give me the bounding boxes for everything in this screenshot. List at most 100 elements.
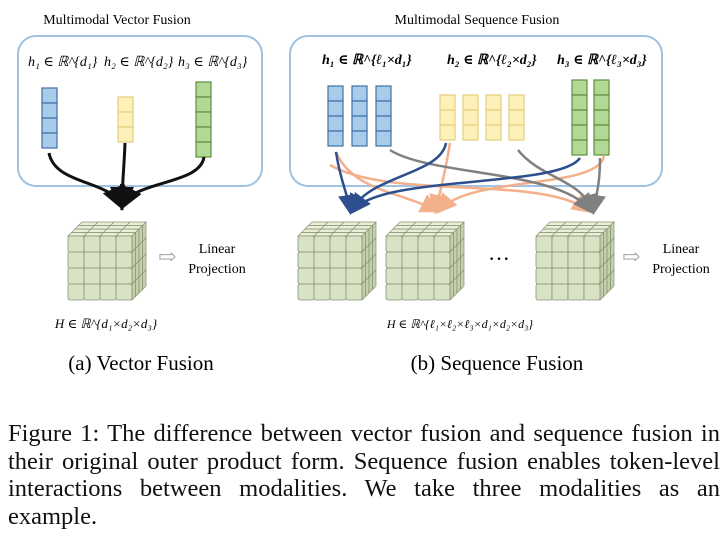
panel-a-title: Multimodal Vector Fusion bbox=[43, 13, 191, 28]
vector-cell bbox=[593, 109, 610, 126]
panel-a-h3-label: h₃ ∈ ℝ^{d₃} bbox=[178, 55, 248, 70]
arrow-orange-2 bbox=[429, 142, 452, 215]
vector-cell bbox=[462, 109, 479, 126]
vector-cell bbox=[593, 79, 610, 96]
panel-b-box bbox=[289, 35, 663, 187]
h2-token-vector bbox=[439, 94, 456, 141]
vector-cell bbox=[195, 126, 212, 143]
vector-cell bbox=[462, 94, 479, 111]
h1-token-vector bbox=[375, 85, 392, 147]
arrow-h3-to-tensor bbox=[120, 156, 206, 211]
vector-cell bbox=[195, 81, 212, 98]
arrow-h2-to-tensor bbox=[110, 142, 135, 211]
vector-cell bbox=[41, 117, 58, 134]
panel-a-h1-label: h₁ ∈ ℝ^{d₁} bbox=[28, 55, 98, 70]
h2-vector bbox=[117, 96, 134, 143]
vector-cell bbox=[351, 100, 368, 117]
vector-cell bbox=[327, 85, 344, 102]
tensor-cube bbox=[535, 221, 615, 301]
panel-a-output-label-1: Linear bbox=[199, 242, 236, 257]
vector-cell bbox=[117, 96, 134, 113]
panel-a-output-label-2: Projection bbox=[188, 262, 246, 277]
vector-cell bbox=[508, 124, 525, 141]
vector-cell bbox=[41, 87, 58, 104]
panel-b-arrows bbox=[329, 142, 606, 215]
vector-cell bbox=[571, 124, 588, 141]
panel-b-tensor-label: H ∈ ℝ^{ℓ₁×ℓ₂×ℓ₃×d₁×d₂×d₃} bbox=[386, 317, 533, 331]
vector-cell bbox=[327, 100, 344, 117]
arrow-blue-1 bbox=[334, 151, 358, 215]
h1-token-vector bbox=[327, 85, 344, 147]
panel-a-input-labels: h₁ ∈ ℝ^{d₁} h₂ ∈ ℝ^{d₂} h₃ ∈ ℝ^{d₃} bbox=[28, 55, 248, 70]
vector-cell bbox=[351, 130, 368, 147]
h2-token-vector bbox=[485, 94, 502, 141]
vector-cell bbox=[327, 115, 344, 132]
panel-b-h1-label: h₁ ∈ ℝ^{ℓ₁×d₁} bbox=[322, 53, 412, 68]
panel-b-h2-label: h₂ ∈ ℝ^{ℓ₂×d₂} bbox=[447, 53, 537, 68]
vector-cell bbox=[571, 94, 588, 111]
panel-a-subcaption: (a) Vector Fusion bbox=[68, 351, 214, 375]
arrow-right-icon: ⇨ bbox=[622, 244, 640, 269]
vector-cell bbox=[439, 124, 456, 141]
vector-cell bbox=[195, 96, 212, 113]
panel-b-subcaption: (b) Sequence Fusion bbox=[411, 351, 584, 375]
vector-cell bbox=[195, 141, 212, 158]
vector-cell bbox=[327, 130, 344, 147]
arrow-gray-3 bbox=[586, 157, 606, 215]
panel-a-arrows bbox=[47, 142, 206, 211]
h1-vector bbox=[41, 87, 58, 149]
vector-cell bbox=[439, 94, 456, 111]
vector-cell bbox=[485, 94, 502, 111]
panel-b-title: Multimodal Sequence Fusion bbox=[395, 13, 560, 28]
vector-cell bbox=[375, 130, 392, 147]
panel-a-tensor-label: H ∈ ℝ^{d₁×d₂×d₃} bbox=[54, 316, 158, 331]
arrow-orange-3 bbox=[329, 163, 593, 213]
panel-a-tensor-cube bbox=[67, 221, 147, 301]
vector-cell bbox=[375, 115, 392, 132]
panel-a-vectors bbox=[41, 81, 212, 158]
vector-cell bbox=[41, 132, 58, 149]
tensor-cube bbox=[297, 221, 377, 301]
arrow-right-icon: ⇨ bbox=[158, 244, 176, 269]
vector-cell bbox=[571, 139, 588, 156]
vector-cell bbox=[508, 94, 525, 111]
vector-cell bbox=[117, 111, 134, 128]
panel-a-h2-label: h₂ ∈ ℝ^{d₂} bbox=[104, 55, 174, 70]
panel-b-ellipsis: ··· bbox=[488, 246, 510, 271]
vector-cell bbox=[351, 85, 368, 102]
panel-a: Multimodal Vector Fusion h₁ ∈ ℝ^{d₁} h₂ … bbox=[17, 13, 263, 375]
arrow-gray-1 bbox=[389, 148, 594, 214]
panel-b-output-label-2: Projection bbox=[652, 262, 710, 277]
h2-token-vector bbox=[508, 94, 525, 141]
h3-vector bbox=[195, 81, 212, 158]
vector-cell bbox=[439, 109, 456, 126]
vector-cell bbox=[375, 85, 392, 102]
panel-b-h3-label: h₃ ∈ ℝ^{ℓ₃×d₃} bbox=[557, 53, 647, 68]
vector-cell bbox=[571, 79, 588, 96]
tensor-cube bbox=[67, 221, 147, 301]
vector-cell bbox=[593, 139, 610, 156]
panel-b-input-labels: h₁ ∈ ℝ^{ℓ₁×d₁} h₂ ∈ ℝ^{ℓ₂×d₂} h₃ ∈ ℝ^{ℓ₃… bbox=[322, 53, 647, 68]
figure: Multimodal Vector Fusion h₁ ∈ ℝ^{d₁} h₂ … bbox=[17, 13, 710, 375]
h1-token-vector bbox=[351, 85, 368, 147]
figure-caption: Figure 1: The difference between vector … bbox=[8, 420, 720, 530]
vector-cell bbox=[41, 102, 58, 119]
panel-b-output-label-1: Linear bbox=[663, 242, 700, 257]
h3-token-vector bbox=[593, 79, 610, 156]
arrow-orange-1 bbox=[334, 151, 441, 213]
h2-token-vector bbox=[462, 94, 479, 141]
panel-b-vectors bbox=[327, 79, 610, 156]
vector-cell bbox=[351, 115, 368, 132]
tensor-cube bbox=[385, 221, 465, 301]
vector-cell bbox=[593, 124, 610, 141]
vector-cell bbox=[485, 124, 502, 141]
panel-b: Multimodal Sequence Fusion h₁ ∈ ℝ^{ℓ₁×d₁… bbox=[289, 13, 710, 375]
vector-cell bbox=[508, 109, 525, 126]
vector-cell bbox=[195, 111, 212, 128]
arrow-h1-to-tensor bbox=[47, 152, 125, 211]
vector-cell bbox=[593, 94, 610, 111]
vector-cell bbox=[117, 126, 134, 143]
panel-b-tensor-cubes bbox=[297, 221, 615, 301]
arrow-blue-3 bbox=[351, 157, 582, 215]
vector-cell bbox=[375, 100, 392, 117]
